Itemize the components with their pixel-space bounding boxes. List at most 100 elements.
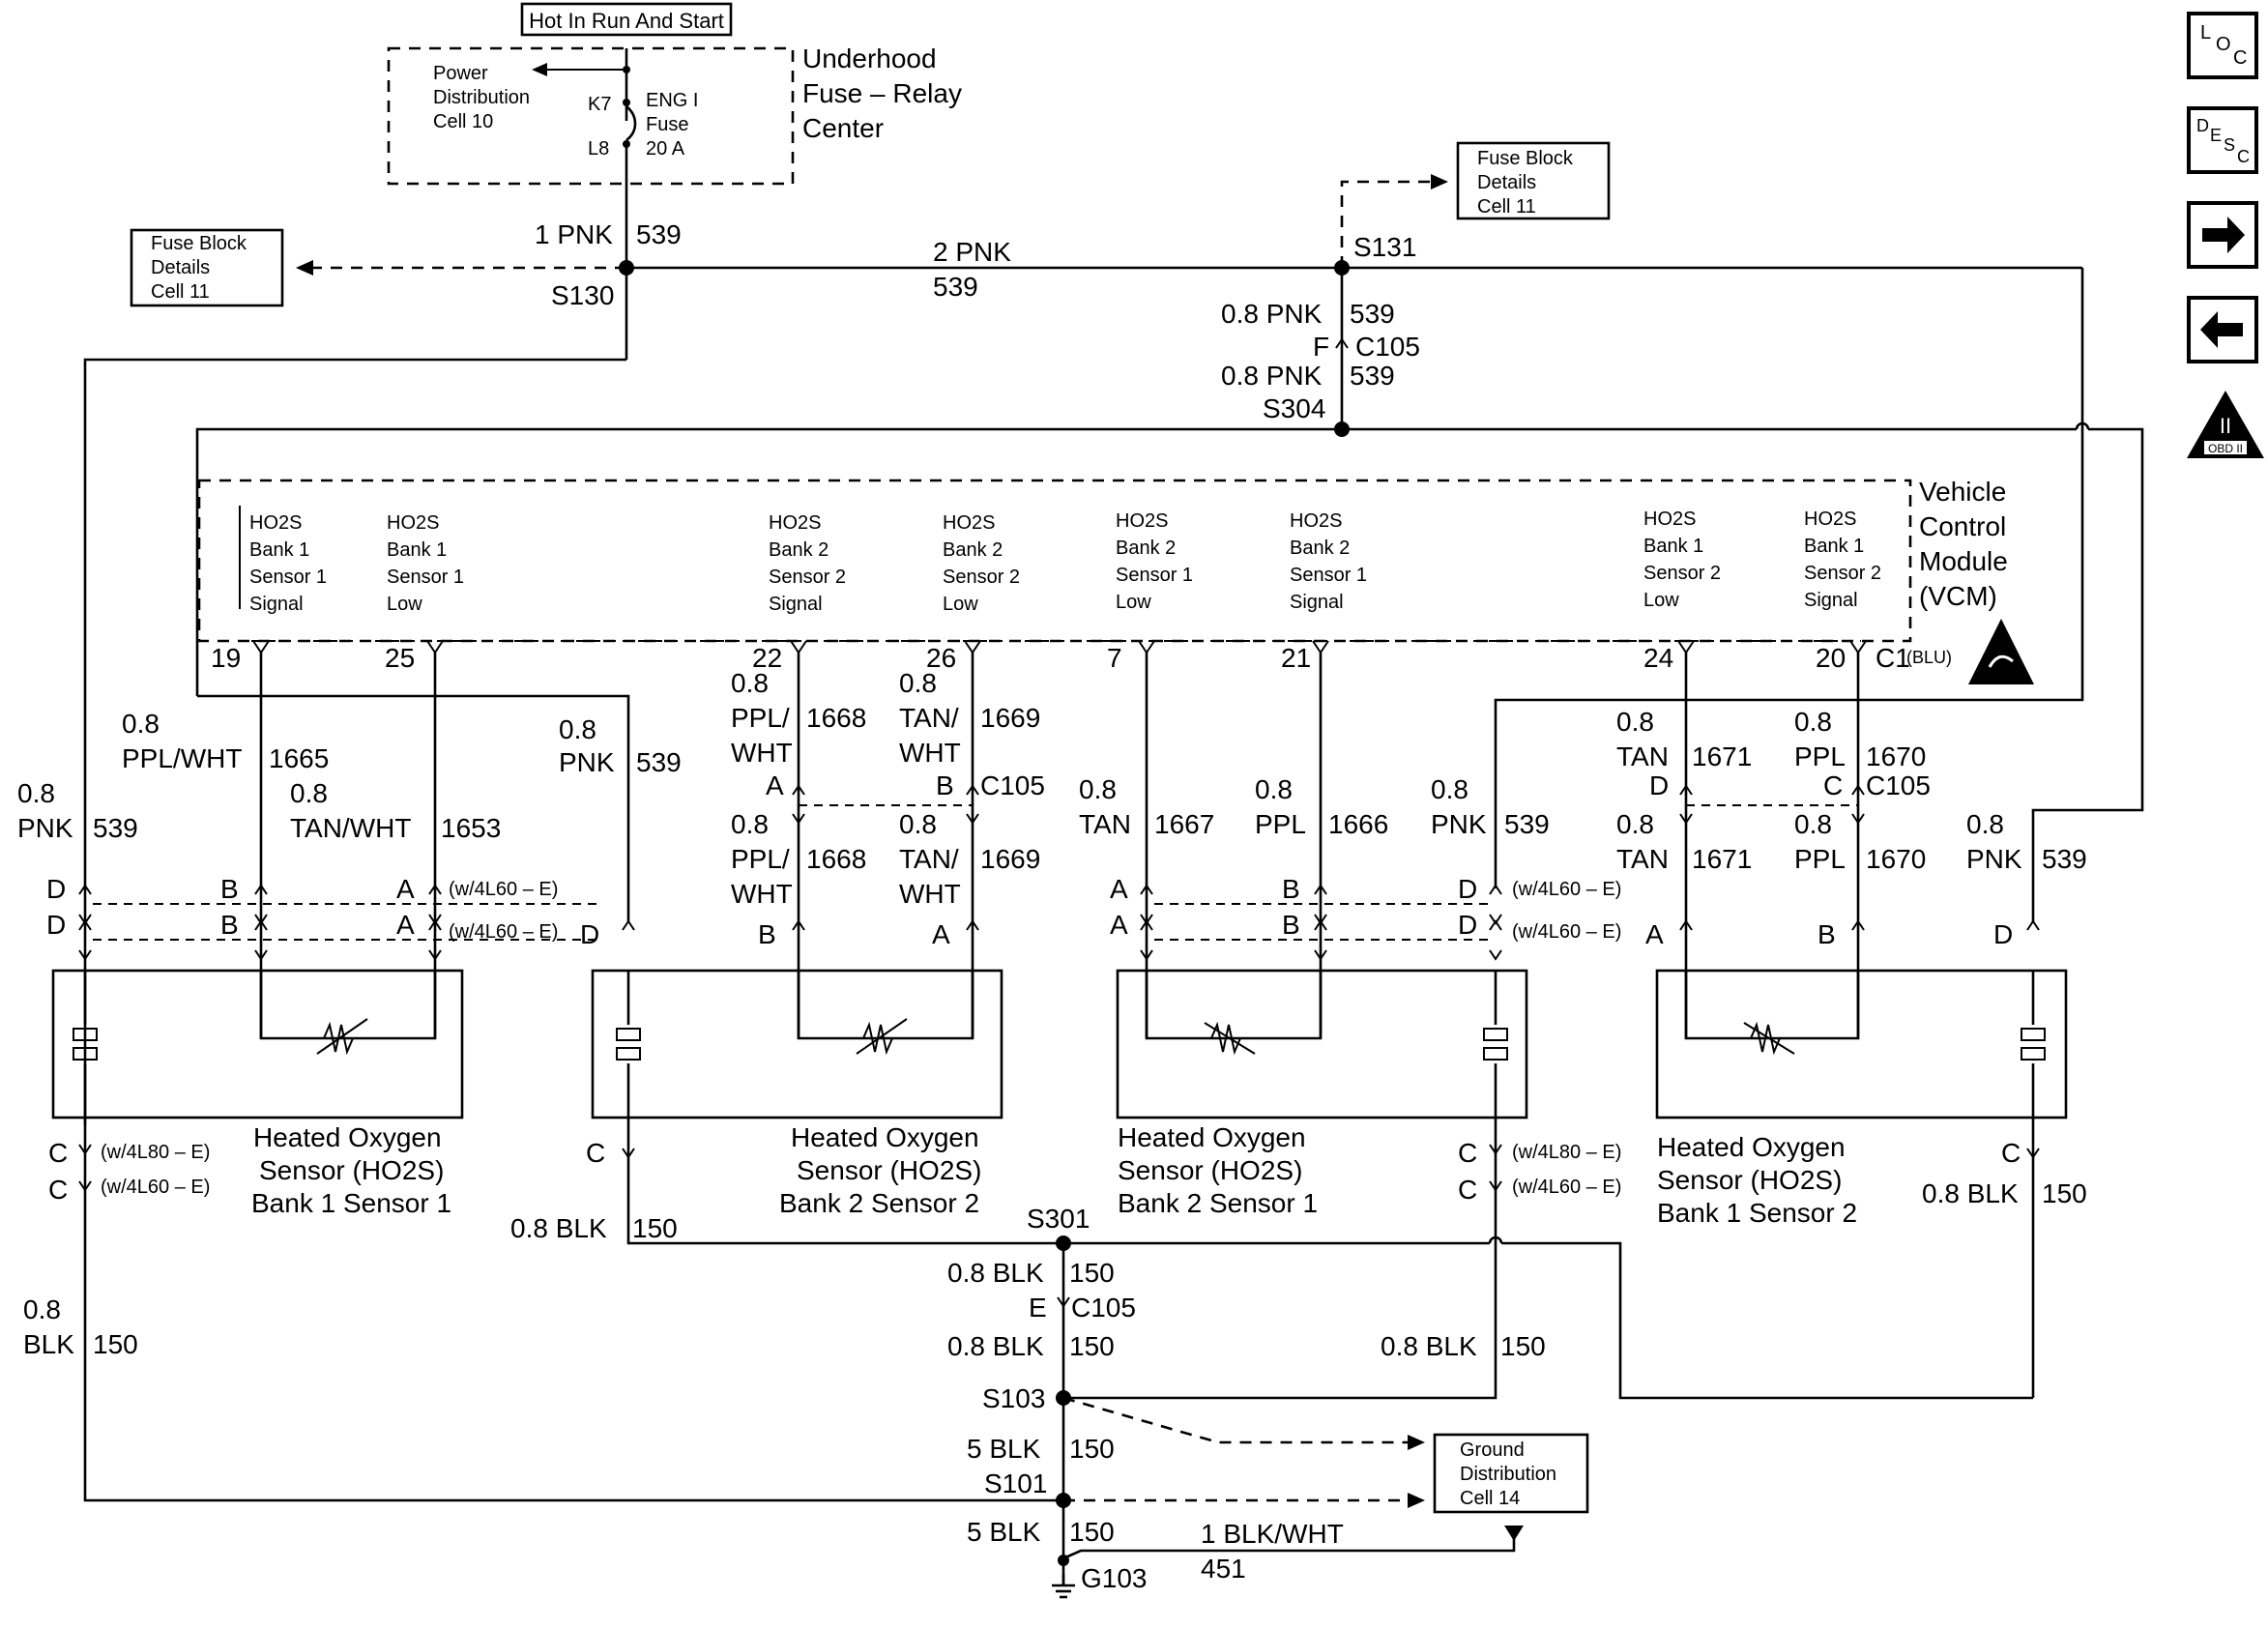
wire-1668b-size: 0.8 (731, 809, 769, 839)
sensor-b1s1-name-2: Sensor (HO2S) (259, 1155, 444, 1185)
sensor-b2s2-box (591, 969, 1003, 1119)
wire-451-arrow-icon (1504, 1526, 1524, 1541)
blk-s103-num: 150 (1069, 1331, 1115, 1361)
ground-dist-arrow-1-icon (1408, 1435, 1425, 1450)
note-4l80-2: (w/4L80 – E) (1512, 1142, 1621, 1163)
wire-crossover-top (2075, 422, 2090, 430)
wire-1671b-size: 0.8 (1616, 809, 1654, 839)
loc-l: L (2200, 22, 2211, 44)
wire-1653-num: 1653 (441, 813, 501, 843)
sensor-b2s1-box (1116, 969, 1528, 1119)
wire-left-pnk-color: PNK (17, 813, 73, 843)
sensor-b1s1: Heated Oxygen Sensor (HO2S) Bank 1 Senso… (48, 969, 464, 1218)
loc-o: O (2216, 34, 2231, 55)
blkwht-num: 451 (1201, 1554, 1246, 1584)
wire-1669-color-b: WHT (899, 738, 961, 768)
fuse-block-left-ref[interactable] (130, 228, 284, 307)
wire-s131-to-b2s1 (1494, 268, 2084, 888)
vcm-pin-stubs (252, 640, 1867, 654)
vcm-t22-desc-4: Signal (769, 594, 823, 615)
ground-dist-line3: Cell 14 (1460, 1488, 1520, 1509)
pin-d-b2s2: D (580, 919, 599, 949)
c105-pin-a: A (766, 770, 784, 800)
pin-b-b1s1-1: B (220, 874, 239, 904)
vcm-connector-c1: C1 (1875, 643, 1910, 673)
vcm-t19-desc-4: Signal (249, 594, 304, 615)
wire-1669b-color-b: WHT (899, 879, 961, 909)
wire-1665-color: PPL/WHT (122, 743, 242, 773)
c105-label-b1s2: C105 (1866, 770, 1931, 800)
wire-1670-num: 1670 (1866, 741, 1926, 771)
loc-button[interactable]: L O C (2187, 12, 2258, 79)
wire-1669b-size: 0.8 (899, 809, 937, 839)
pin-a-b2s1-2: A (1110, 910, 1128, 940)
ground-dist-ref[interactable] (1433, 1433, 1589, 1514)
sensor-b2s2-name-2: Sensor (HO2S) (797, 1155, 981, 1185)
wire-blk-b2s1 (1063, 1247, 1497, 1400)
vcm-t19-desc-2: Bank 1 (249, 539, 309, 561)
vcm-pin-22: 22 (752, 643, 782, 673)
nav-panel: L O C D E S C II OBD II (2187, 12, 2264, 458)
fuse-block-left-arrow-icon (296, 260, 313, 276)
note-4l80-1: (w/4L80 – E) (101, 1142, 210, 1163)
wire-1670b-color: PPL (1794, 844, 1846, 874)
blk-b1s2-label: 0.8 BLK (1922, 1178, 2019, 1208)
vcm-t19-desc-3: Sensor 1 (249, 567, 327, 588)
g103-node (1058, 1555, 1069, 1566)
ground-symbol-icon (1052, 1574, 1075, 1599)
wire-08pnk-a-num: 539 (1350, 299, 1395, 329)
c105-pin-b: B (936, 770, 954, 800)
fuse-block-right-ref[interactable] (1456, 141, 1611, 220)
pin-b-b2s1-1: B (1282, 874, 1300, 904)
wire-1669-size: 0.8 (899, 668, 937, 698)
fuse-center-box (387, 46, 795, 186)
c105-label-bottom: C105 (1071, 1293, 1136, 1323)
power-feed-wiring: 1 PNK 539 S130 2 PNK 539 Fuse Block Deta… (83, 141, 2144, 923)
next-button[interactable] (2187, 201, 2258, 269)
underhood-label-line2: Fuse – Relay (802, 78, 962, 108)
vcm-t24-desc-2: Bank 1 (1643, 536, 1703, 557)
hot-in-run-label: Hot In Run And Start (529, 9, 724, 33)
obd-ii-button[interactable]: II OBD II (2187, 391, 2264, 458)
wire-1668-num: 1668 (806, 703, 866, 733)
splice-s304-label: S304 (1263, 393, 1325, 423)
fuse-feed-node (623, 66, 630, 73)
sensor-wiring: 0.8 PPL/WHT 1665 0.8 TAN/WHT 1653 0.8 PN… (17, 653, 2087, 1125)
l8-label: L8 (588, 138, 609, 160)
sensor-b2s1: Heated Oxygen Sensor (HO2S) Bank 2 Senso… (1116, 969, 1621, 1247)
vcm-t21-desc-2: Bank 2 (1290, 538, 1350, 559)
sensor-b2s2: Heated Oxygen Sensor (HO2S) Bank 2 Senso… (586, 969, 1003, 1218)
pin-c-b2s2: C (586, 1138, 605, 1168)
pin-b-b2s1-2: B (1282, 910, 1300, 940)
note-4l60-5: (w/4L60 – E) (101, 1177, 210, 1198)
sensor-b1s2-name-3: Bank 1 Sensor 2 (1657, 1198, 1857, 1228)
prev-button[interactable] (2187, 296, 2258, 363)
desc-button[interactable]: D E S C (2187, 106, 2258, 174)
wire-1670-color: PPL (1794, 741, 1846, 771)
b2s2-pnk-color: PNK (559, 747, 615, 777)
fuse-top-node (623, 99, 630, 106)
vcm-t26-desc-2: Bank 2 (943, 539, 1003, 561)
wire-1pnk-label: 1 PNK (535, 219, 613, 249)
vcm-t21-desc-1: HO2S (1290, 510, 1342, 532)
vcm-t7-desc-3: Sensor 1 (1116, 565, 1193, 586)
blk-s103-label: 0.8 BLK (947, 1331, 1044, 1361)
esd-warning-icon (1968, 619, 2034, 684)
wire-1670b-size: 0.8 (1794, 809, 1832, 839)
vcm-t25-desc-1: HO2S (387, 512, 439, 534)
wire-s304-to-b2s2 (197, 694, 630, 923)
wire-1666-size: 0.8 (1255, 774, 1293, 804)
hot-in-run-label-box (520, 2, 733, 37)
vcm-t21-desc-3: Sensor 1 (1290, 565, 1367, 586)
wire-1653-size: 0.8 (290, 778, 328, 808)
c105-pin-c: C (1823, 770, 1843, 800)
prev-arrow-icon (2200, 311, 2243, 348)
wire-08pnk-a-label: 0.8 PNK (1221, 299, 1323, 329)
pin-b-b2s2: B (758, 919, 776, 949)
sensor-b2s1-name-2: Sensor (HO2S) (1118, 1155, 1302, 1185)
blk-5a-num: 150 (1069, 1434, 1115, 1464)
vcm-pin-21: 21 (1281, 643, 1311, 673)
pin-b-b1s2: B (1817, 919, 1836, 949)
pin-d-b1s1-2: D (46, 910, 66, 940)
wire-2pnk-num: 539 (933, 272, 978, 302)
